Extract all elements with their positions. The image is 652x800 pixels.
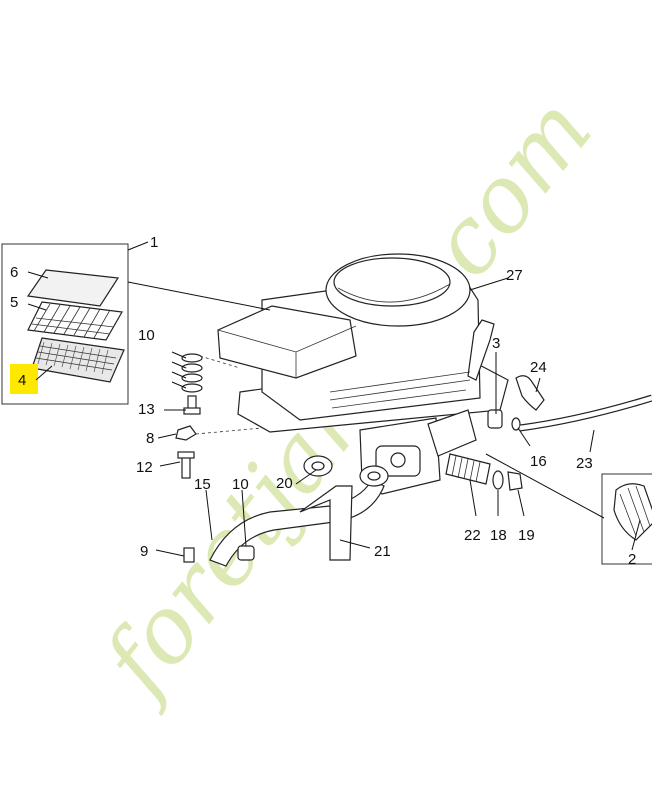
inset-frame [1, 243, 129, 405]
label-18: 18 [490, 527, 507, 544]
label-19: 19 [518, 527, 535, 544]
washer-stack-part [171, 351, 203, 393]
label-5: 5 [10, 294, 18, 311]
leader-lines [127, 241, 641, 557]
dipstick-tube [467, 319, 495, 381]
label-22: 22 [464, 527, 481, 544]
hose-clip-part [515, 375, 545, 411]
exhaust-assembly [183, 455, 389, 567]
seal-ring-part [492, 470, 504, 490]
label-4: 4 [18, 372, 26, 389]
label-8: 8 [146, 430, 154, 447]
threaded-pipe-part [445, 453, 491, 485]
label-15: 15 [194, 476, 211, 493]
long-bolt-part [177, 451, 195, 479]
prefilter-foam-part [26, 269, 120, 307]
label-6: 6 [10, 264, 18, 281]
highlight-box [10, 364, 38, 394]
part-labels: 1 6 5 4 27 3 24 16 23 10 13 8 12 15 10 2… [10, 234, 636, 568]
label-2: 2 [628, 551, 636, 568]
drain-cap-part [507, 471, 523, 491]
nut-part [175, 425, 197, 441]
label-21: 21 [374, 543, 391, 560]
label-13: 13 [138, 401, 155, 418]
fasteners [171, 351, 652, 491]
exhaust-pipe-part [209, 479, 385, 567]
bolt-part [183, 395, 201, 415]
air-filter-housing [217, 305, 357, 379]
label-1: 1 [150, 234, 158, 251]
label-10a: 10 [138, 327, 155, 344]
paper-filter-part [31, 337, 125, 383]
label-12: 12 [136, 459, 153, 476]
label-16: 16 [530, 453, 547, 470]
fuel-filter-inset [601, 473, 652, 565]
filter-grid-part [27, 301, 123, 341]
label-27: 27 [506, 267, 523, 284]
label-24: 24 [530, 359, 547, 376]
label-10b: 10 [232, 476, 249, 493]
air-filter-inset [1, 243, 129, 405]
label-20: 20 [276, 475, 293, 492]
label-9: 9 [140, 543, 148, 560]
label-23: 23 [576, 455, 593, 472]
fuel-fitting-part [487, 409, 503, 429]
inset-frame-right [601, 473, 652, 565]
label-3: 3 [492, 335, 500, 352]
